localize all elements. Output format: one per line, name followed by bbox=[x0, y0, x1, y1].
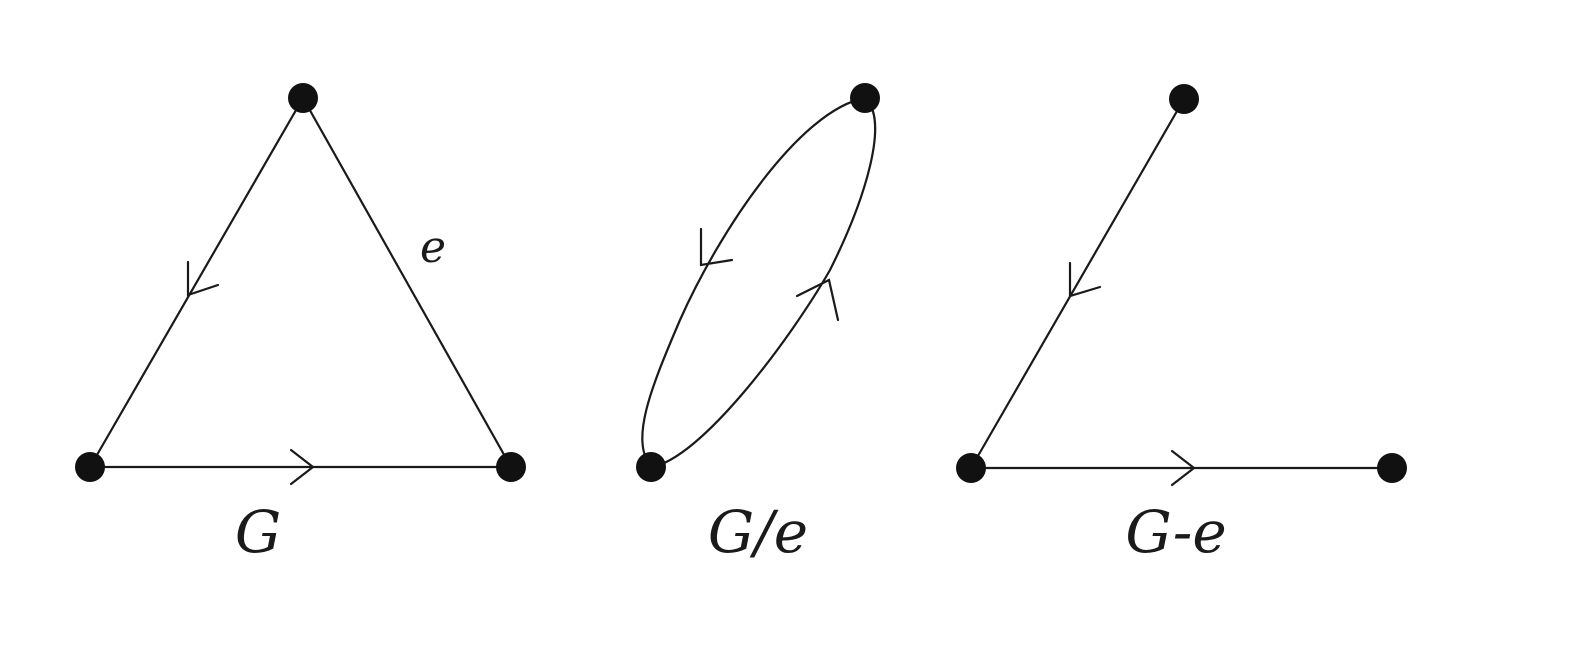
arrow-down-left-icon bbox=[186, 260, 220, 297]
vertex-bottom-left bbox=[956, 453, 986, 483]
vertex-bottom-right bbox=[496, 452, 526, 482]
edge-label-e: e bbox=[420, 222, 446, 273]
vertex-bottom-left bbox=[75, 452, 105, 482]
arrow-right-icon bbox=[289, 448, 315, 486]
vertex-bottom-right bbox=[1377, 453, 1407, 483]
edge-loop-left bbox=[641, 96, 867, 469]
panel-graph-g: e G bbox=[75, 83, 526, 566]
edge-diagonal bbox=[969, 97, 1186, 470]
vertex-top bbox=[1169, 84, 1199, 114]
panel-contraction: G/e bbox=[636, 83, 880, 566]
caption-g-contract-e: G/e bbox=[708, 498, 808, 566]
panel-deletion: G-e bbox=[956, 84, 1407, 566]
arrow-up-icon bbox=[795, 278, 840, 322]
arrow-down-icon bbox=[699, 227, 734, 267]
caption-g-minus-e: G-e bbox=[1125, 498, 1226, 566]
caption-g: G bbox=[235, 498, 281, 566]
edge-e bbox=[301, 96, 513, 469]
edge-loop-right bbox=[649, 96, 877, 469]
arrow-down-left-icon bbox=[1068, 261, 1102, 298]
arrow-right-icon bbox=[1170, 449, 1196, 487]
vertex-top bbox=[288, 83, 318, 113]
vertex-merged-bottom bbox=[636, 452, 666, 482]
edge-left bbox=[88, 96, 305, 469]
vertex-merged-top bbox=[850, 83, 880, 113]
